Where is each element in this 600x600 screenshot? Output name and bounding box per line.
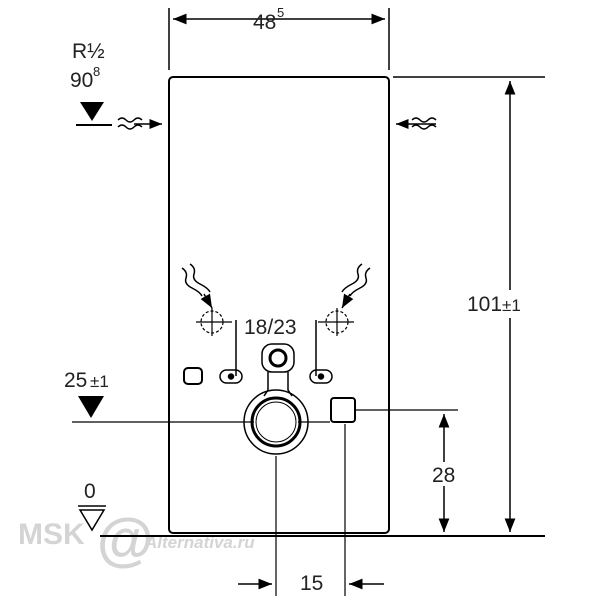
wavy-arrow-right-icon — [341, 263, 371, 309]
floor-level-label: 0 — [84, 480, 96, 503]
outlet-offset-label: 15 — [300, 572, 323, 595]
flush-level-marker — [78, 396, 104, 418]
inlet-level-marker — [76, 102, 112, 126]
watermark-site: Alternativa.ru — [144, 533, 255, 552]
flush-connector — [261, 343, 295, 397]
width-label: 48 — [253, 11, 276, 34]
flush-height-tolerance: ±1 — [90, 372, 109, 391]
electrical-box-icon — [330, 397, 356, 423]
water-inlet-right-icon — [396, 117, 437, 130]
width-dimension — [168, 8, 390, 70]
flush-height-label: 25 — [64, 369, 87, 392]
height-tolerance: ±1 — [502, 296, 521, 315]
outlet-height-label: 28 — [432, 464, 455, 487]
seat-spacing-label: 18/23 — [244, 316, 297, 339]
floor-level-marker — [78, 505, 106, 532]
watermark-msk: MSK — [18, 518, 85, 551]
watermark-at: @ — [96, 508, 153, 573]
mounting-slots — [219, 320, 333, 384]
center-lines — [72, 409, 458, 596]
wavy-arrow-left-icon — [181, 263, 213, 309]
seat-anchor-right — [318, 308, 354, 336]
inlet-height-sup: 8 — [93, 64, 100, 79]
frame-body — [168, 76, 390, 534]
width-label-sup: 5 — [277, 5, 284, 20]
watermark: MSK @ Alternativa.ru — [18, 508, 255, 573]
control-box-icon — [183, 367, 203, 385]
height-label: 101 — [467, 293, 502, 316]
inlet-thread-label: R½ — [72, 40, 105, 63]
water-inlet-left-icon — [117, 117, 162, 130]
inlet-height-label: 90 — [70, 69, 93, 92]
seat-anchor-left — [196, 308, 232, 336]
